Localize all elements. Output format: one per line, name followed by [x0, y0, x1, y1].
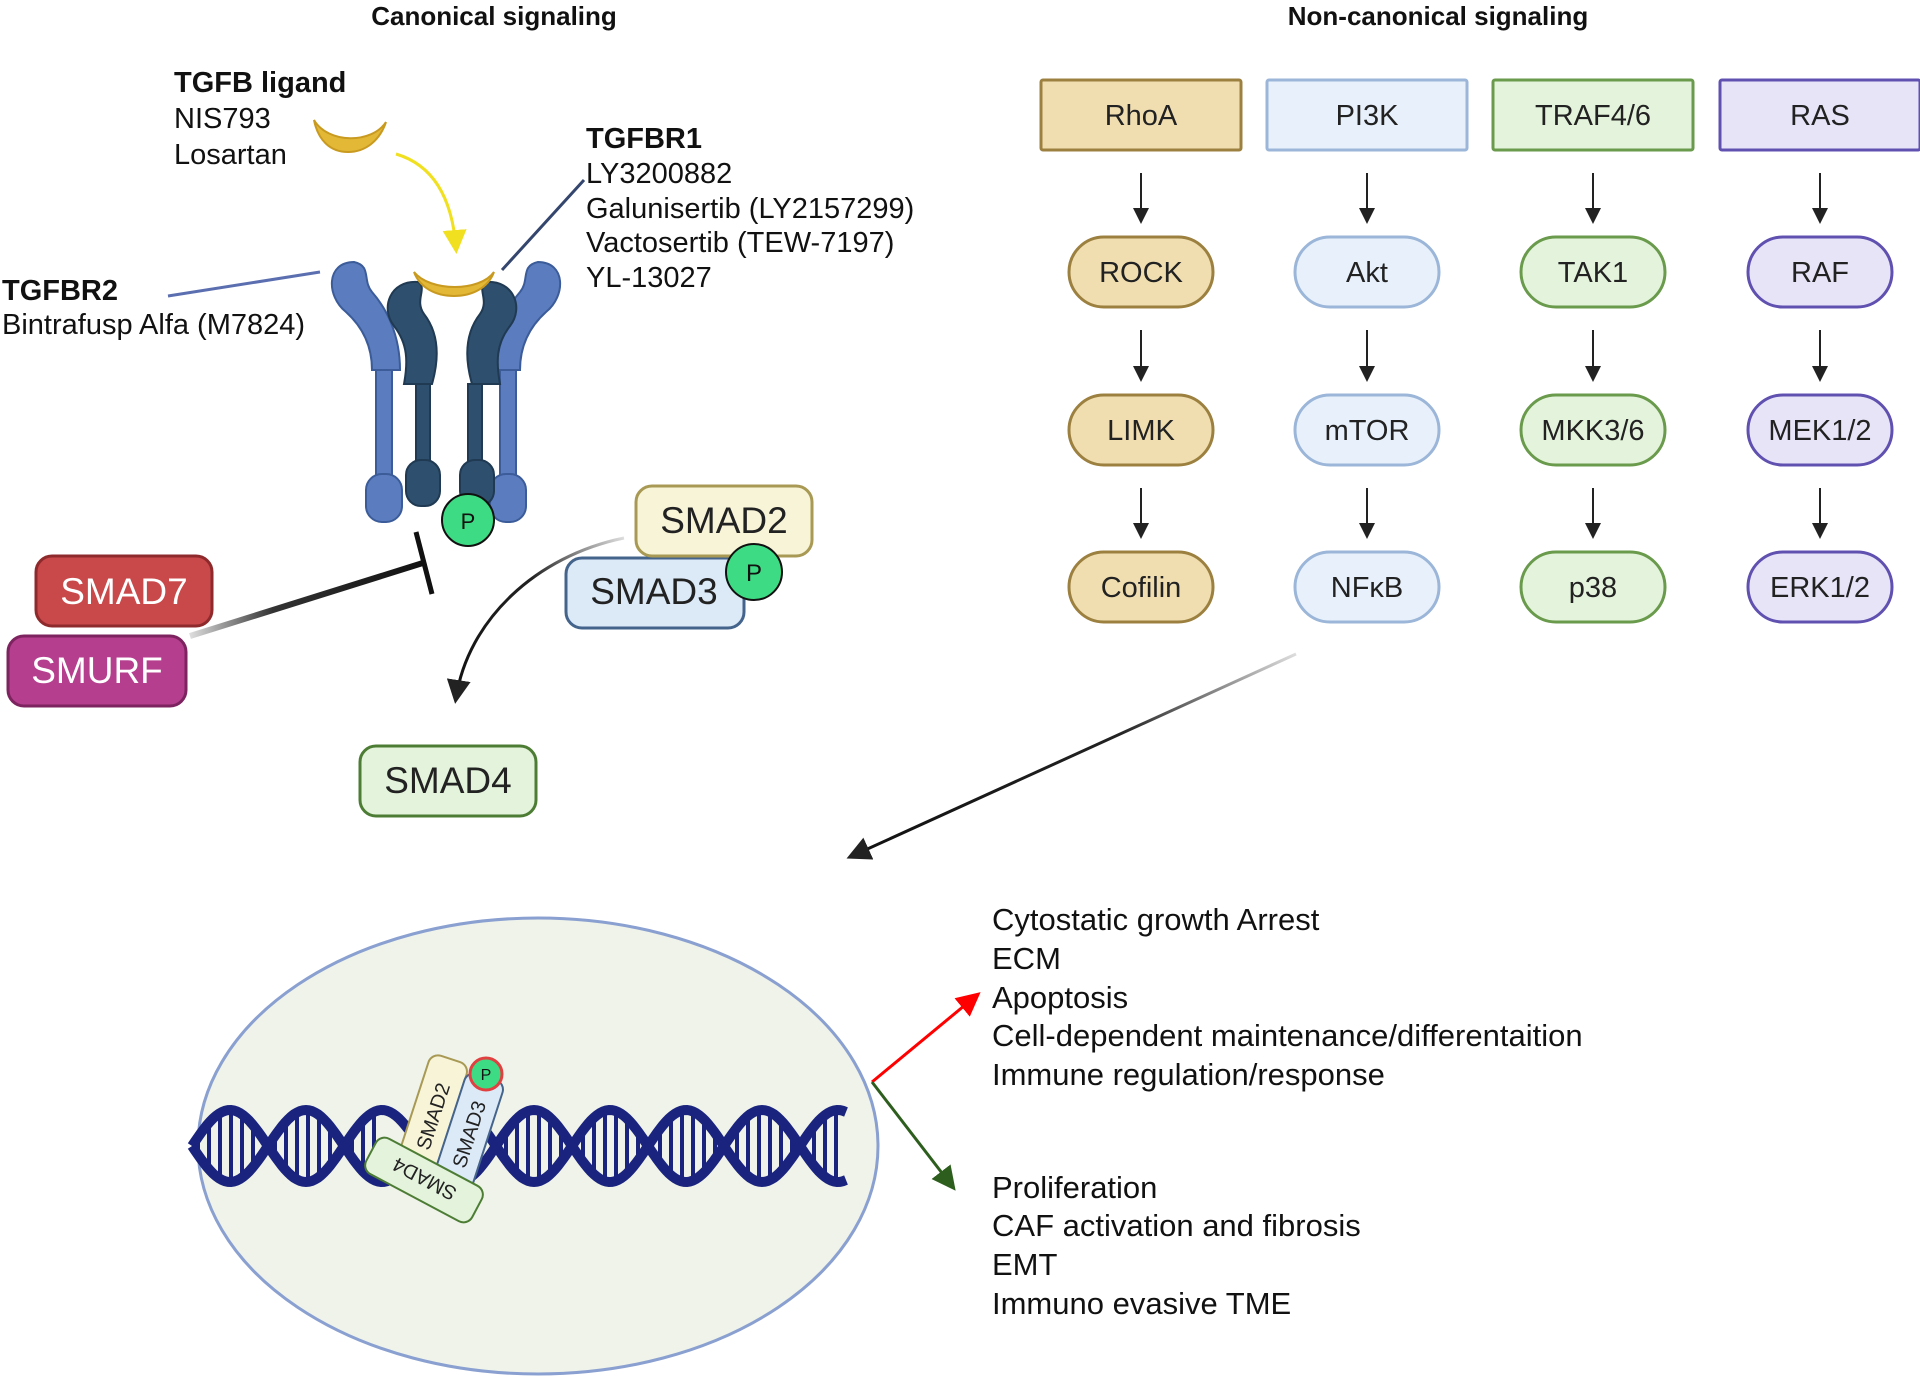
pathway-rhoa-node-box	[1067, 393, 1215, 467]
receptor-complex: P	[331, 260, 561, 547]
dna-phospho-label: P	[481, 1067, 492, 1084]
ligand-drug-1: NIS793	[174, 103, 271, 135]
dna-phospho-icon	[468, 1056, 504, 1092]
pathway-ras-node-label: MEK1/2	[1768, 415, 1871, 447]
smad-to-smad4-arrow	[446, 536, 625, 704]
tgfbr1-drug-2: Galunisertib (LY2157299)	[586, 193, 914, 225]
pathway-traf-node-box	[1519, 550, 1667, 624]
tgfbr2-receptor-left	[331, 260, 403, 523]
pathway-rhoa-node-box	[1067, 550, 1215, 624]
pathway-ras-node-label: RAF	[1791, 257, 1849, 289]
outcome-early-3: Apoptosis	[992, 980, 1128, 1015]
ligand-title: TGFB ligand	[174, 67, 346, 99]
smad7-box: SMAD7	[34, 554, 214, 628]
smad4-label: SMAD4	[384, 760, 511, 801]
tgfbr1-drug-3: Vactosertib (TEW-7197)	[586, 227, 894, 259]
tgfbr2-title: TGFBR2	[2, 275, 118, 307]
pathway-pi3k-node-label: Akt	[1346, 257, 1388, 289]
tgfbr1-label: TGFBR1 LY3200882 Galunisertib (LY2157299…	[586, 123, 914, 294]
receptor-phospho-icon	[441, 493, 495, 547]
pathway-ras-node-label: RAS	[1790, 100, 1850, 132]
dna-helix-icon	[187, 1104, 848, 1188]
pathway-traf-node-box	[1519, 393, 1667, 467]
pathway-traf-node-label: TRAF4/6	[1535, 100, 1651, 132]
dna-smad4-box	[364, 1136, 484, 1224]
pathway-ras-node-box	[1746, 235, 1894, 309]
receptor-phospho-label: P	[461, 509, 476, 534]
outcome-early-4: Cell-dependent maintenance/differentaiti…	[992, 1018, 1583, 1053]
outcome-early-1: Cytostatic growth Arrest	[992, 902, 1320, 937]
pathway-rhoa: RhoA ROCK LIMK Cofilin	[1039, 78, 1243, 624]
tgfbr2-drug-1: Bintrafusp Alfa (M7824)	[2, 309, 305, 341]
tgfbr2-receptor-right	[489, 260, 561, 523]
smad7-label: SMAD7	[60, 571, 187, 612]
pathway-traf-node-label: TAK1	[1558, 257, 1628, 289]
pathway-ras-node-box	[1718, 78, 1920, 152]
outcome-arrow-green	[870, 1081, 956, 1191]
pathway-pi3k-node-box	[1265, 78, 1469, 152]
tgfbr1-receptor-right	[459, 280, 518, 507]
pathway-pi3k-node-box	[1293, 235, 1441, 309]
pathway-traf-node-label: p38	[1569, 572, 1617, 604]
pathway-ras-node-box	[1746, 550, 1894, 624]
non-canonical-pathways: RhoA ROCK LIMK Cofilin PI3K Akt mTOR NFκB TRAF4/…	[1039, 78, 1920, 624]
tgfbr1-pointer-line	[500, 178, 586, 272]
bound-ligand-icon	[413, 271, 495, 298]
smad-phospho-label: P	[746, 560, 762, 587]
inhibition-bar	[413, 531, 435, 595]
ligand-drug-2: Losartan	[174, 139, 287, 171]
pathway-pi3k: PI3K Akt mTOR NFκB	[1265, 78, 1469, 624]
dna-bound-smad-complex: SMAD2 SMAD3 SMAD4 P	[364, 1054, 504, 1224]
pathway-pi3k-node-label: mTOR	[1325, 415, 1410, 447]
pathway-pi3k-node-box	[1293, 393, 1441, 467]
smad3-label: SMAD3	[590, 571, 717, 612]
pathway-rhoa-node-label: LIMK	[1107, 415, 1175, 447]
pathway-ras-node-box	[1746, 393, 1894, 467]
smad2-box	[634, 484, 814, 558]
non-canonical-to-nucleus-arrow	[846, 652, 1297, 860]
outcome-late-4: Immuno evasive TME	[992, 1286, 1291, 1321]
pathway-pi3k-node-label: NFκB	[1331, 572, 1404, 604]
smurf-label: SMURF	[31, 650, 163, 691]
pathway-ras-node-label: ERK1/2	[1770, 572, 1870, 604]
smad4-box: SMAD4	[358, 744, 538, 818]
ligand-binding-arrow	[395, 152, 467, 254]
pathway-traf-node-box	[1491, 78, 1695, 152]
canonical-header: Canonical signaling	[371, 1, 617, 31]
pathway-traf-node-box	[1519, 235, 1667, 309]
tgfbr1-drug-1: LY3200882	[586, 158, 732, 190]
outcome-late-3: EMT	[992, 1247, 1058, 1282]
smurf-box: SMURF	[6, 634, 188, 708]
outcome-arrow-red	[871, 992, 981, 1084]
non-canonical-header: Non-canonical signaling	[1288, 1, 1588, 31]
ligand-label: TGFB ligand NIS793 Losartan	[174, 67, 346, 171]
pathway-rhoa-node-label: Cofilin	[1101, 572, 1182, 604]
pathway-pi3k-node-label: PI3K	[1336, 100, 1400, 132]
smad-phospho-icon	[725, 543, 783, 601]
smad2-smad3-complex: SMAD3 SMAD2 P	[564, 484, 814, 630]
tgfbr1-drug-4: YL-13027	[586, 262, 712, 294]
outcome-early-5: Immune regulation/response	[992, 1057, 1385, 1092]
pathway-rhoa-node-label: RhoA	[1105, 100, 1178, 132]
tgfbr2-label: TGFBR2 Bintrafusp Alfa (M7824)	[2, 275, 305, 341]
tgfbr1-title: TGFBR1	[586, 123, 702, 155]
smad2-label: SMAD2	[660, 500, 787, 541]
outcomes-late: Proliferation CAF activation and fibrosi…	[992, 1170, 1361, 1321]
pathway-pi3k-node-box	[1293, 550, 1441, 624]
outcomes-early: Cytostatic growth Arrest ECM Apoptosis C…	[992, 902, 1583, 1092]
tgfbr1-receptor-left	[386, 280, 441, 507]
tgfbr2-pointer-line	[167, 270, 321, 298]
pathway-rhoa-node-label: ROCK	[1099, 257, 1183, 289]
outcome-late-2: CAF activation and fibrosis	[992, 1208, 1361, 1243]
pathway-rhoa-node-box	[1067, 235, 1215, 309]
pathway-traf-node-label: MKK3/6	[1541, 415, 1644, 447]
pathway-rhoa-node-box	[1039, 78, 1243, 152]
free-ligand-icon	[313, 119, 387, 154]
outcome-early-2: ECM	[992, 941, 1061, 976]
inhibition-line	[189, 559, 427, 639]
outcome-late-1: Proliferation	[992, 1170, 1157, 1205]
